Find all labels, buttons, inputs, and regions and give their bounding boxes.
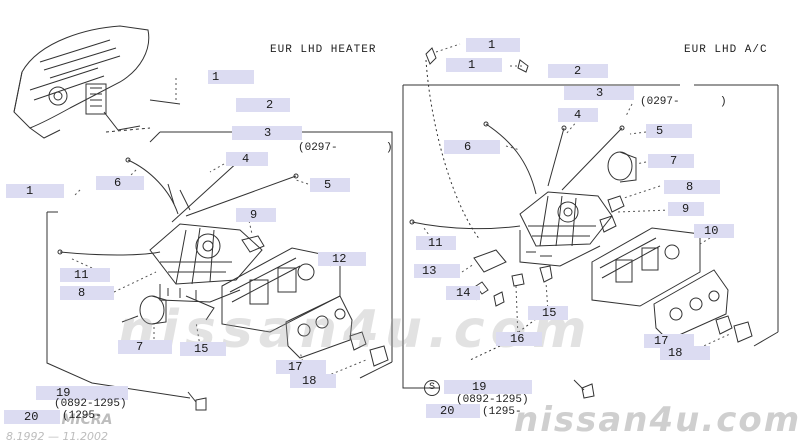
callout-left-15[interactable]: 15 — [180, 342, 226, 356]
right-section-title: EUR LHD A/C — [684, 44, 768, 56]
callout-right-13[interactable]: 13 — [414, 264, 460, 278]
callout-right-2[interactable]: 2 — [548, 64, 608, 78]
callout-right-1b[interactable]: 1 — [446, 58, 502, 72]
callout-left-5[interactable]: 5 — [310, 178, 350, 192]
callout-right-10[interactable]: 10 — [694, 224, 734, 238]
right-range-2: (1295- — [482, 406, 522, 418]
callout-left-12[interactable]: 12 — [318, 252, 366, 266]
callout-right-14[interactable]: 14 — [446, 286, 480, 300]
callout-right-16[interactable]: 16 — [496, 332, 542, 346]
callout-right-8[interactable]: 8 — [664, 180, 720, 194]
callout-left-3[interactable]: 3 — [232, 126, 302, 140]
right-date-code: (0297- — [640, 96, 680, 108]
date-range: 8.1992 — 11.2002 — [6, 430, 108, 443]
left-section-title: EUR LHD HEATER — [270, 44, 377, 56]
callout-left-11[interactable]: 11 — [60, 268, 110, 282]
dashboard-illustration — [13, 25, 151, 139]
callout-right-3[interactable]: 3 — [564, 86, 634, 100]
callout-right-20[interactable]: 20 — [426, 404, 480, 418]
callout-left-8[interactable]: 8 — [60, 286, 114, 300]
callout-left-19[interactable]: 19 — [36, 386, 128, 400]
callout-right-15[interactable]: 15 — [528, 306, 568, 320]
brand-right: nissan4u.com — [514, 400, 800, 440]
left-date-code: (0297- — [298, 142, 338, 154]
callout-right-6[interactable]: 6 — [444, 140, 500, 154]
callout-right-5[interactable]: 5 — [646, 124, 692, 138]
callout-right-18[interactable]: 18 — [660, 346, 710, 360]
callout-left-1b[interactable]: 1 — [6, 184, 64, 198]
callout-left-18[interactable]: 18 — [290, 374, 336, 388]
callout-right-11[interactable]: 11 — [416, 236, 456, 250]
callout-left-2[interactable]: 2 — [236, 98, 290, 112]
callout-left-7[interactable]: 7 — [118, 340, 172, 354]
left-heater-unit — [57, 157, 389, 411]
callout-left-6[interactable]: 6 — [96, 176, 144, 190]
right-ac-unit — [409, 47, 753, 399]
callout-left-17[interactable]: 17 — [276, 360, 326, 374]
callout-left-20[interactable]: 20 — [4, 410, 60, 424]
callout-right-9[interactable]: 9 — [668, 202, 704, 216]
left-range-1: (0892-1295) — [54, 398, 127, 410]
callout-left-1a[interactable]: 1 — [208, 70, 254, 84]
callout-right-19[interactable]: 19 — [444, 380, 532, 394]
callout-left-4[interactable]: 4 — [226, 152, 268, 166]
callout-left-9[interactable]: 9 — [236, 208, 276, 222]
right-range-1: (0892-1295) — [456, 394, 529, 406]
right-date-close: ) — [720, 96, 727, 108]
s-mark-symbol: S — [424, 380, 440, 396]
left-date-close: ) — [386, 142, 393, 154]
callout-right-4[interactable]: 4 — [558, 108, 598, 122]
left-range-2: (1295- — [62, 410, 102, 422]
callout-right-17[interactable]: 17 — [644, 334, 694, 348]
callout-right-7[interactable]: 7 — [648, 154, 694, 168]
callout-right-1a[interactable]: 1 — [466, 38, 520, 52]
